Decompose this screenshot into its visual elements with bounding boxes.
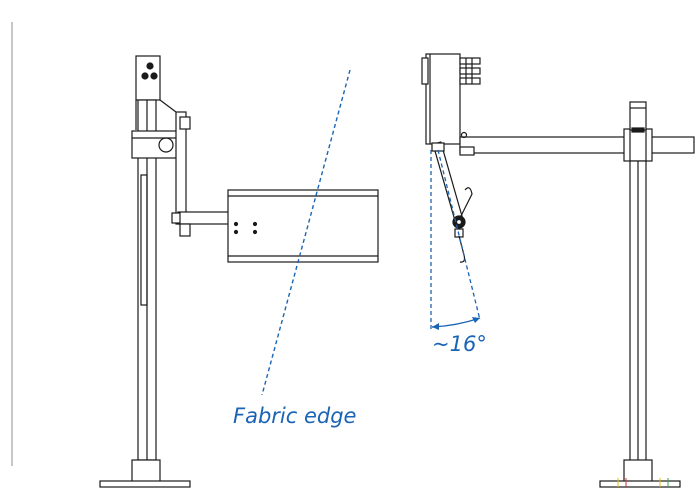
- sensor-box: [227, 189, 379, 263]
- angle-annotation: ~16°: [430, 149, 487, 356]
- angle-arm-line: [437, 149, 481, 321]
- fabric-edge-label: Fabric edge: [233, 404, 356, 428]
- angle-arc: [431, 317, 481, 328]
- angle-label: ~16°: [432, 332, 487, 356]
- tilted-arm: [432, 141, 464, 222]
- base-plate-right: [599, 480, 681, 488]
- screw-hole: [150, 72, 158, 80]
- arm-cap: [179, 116, 191, 130]
- screw-hole: [141, 72, 149, 80]
- fabric-edge-line: [261, 69, 351, 396]
- clamp-hole: [158, 137, 174, 153]
- right-stand-view: [421, 53, 695, 488]
- connector: [459, 67, 481, 75]
- fastener: [179, 223, 191, 237]
- arm-pivot: [431, 142, 445, 152]
- left-stand-view: [99, 55, 379, 488]
- horizontal-rail: [459, 136, 695, 154]
- connector: [459, 77, 481, 85]
- connector: [459, 57, 481, 65]
- arrowhead-left: [432, 323, 439, 330]
- arrowhead-right: [472, 317, 480, 323]
- slot: [140, 174, 148, 306]
- base-collar-right: [623, 459, 653, 483]
- rail-collar: [623, 128, 653, 162]
- base-plate: [99, 480, 191, 488]
- connectors: [459, 57, 481, 85]
- screw-hole: [146, 62, 154, 70]
- post-cap: [629, 101, 647, 131]
- alignment-ticks: [617, 478, 669, 487]
- fastener: [171, 212, 181, 224]
- control-box: [425, 53, 461, 145]
- base-collar: [131, 459, 161, 483]
